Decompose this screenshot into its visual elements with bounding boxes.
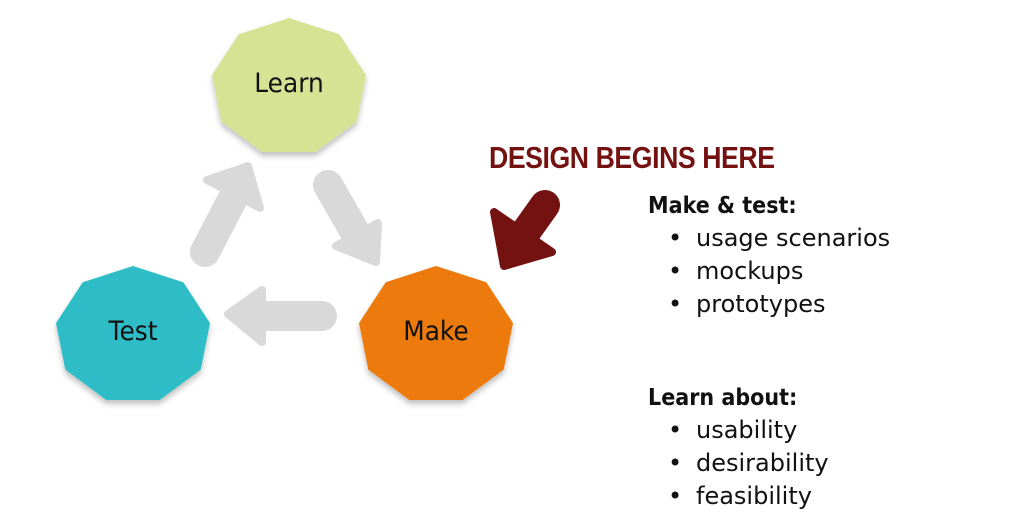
list-item: •usage scenarios xyxy=(668,224,891,252)
node-learn-label: Learn xyxy=(254,68,324,99)
list-item-text: usability xyxy=(696,416,798,444)
design-begins-here-label: DESIGN BEGINS HERE xyxy=(489,140,775,175)
arrow-make-to-test xyxy=(224,286,337,346)
list-item: •usability xyxy=(668,416,798,444)
list-item: •feasibility xyxy=(668,482,812,510)
arrow-learn-to-make xyxy=(313,170,382,266)
node-make-nonagon xyxy=(359,266,513,400)
list-item: •prototypes xyxy=(668,290,826,318)
make-test-heading: Make & test: xyxy=(648,193,797,219)
list-item-text: prototypes xyxy=(696,290,826,318)
node-learn-nonagon xyxy=(212,18,366,152)
design-begins-arrow xyxy=(490,190,560,270)
node-test-nonagon xyxy=(56,266,210,400)
list-item-text: feasibility xyxy=(696,482,812,510)
list-item-text: mockups xyxy=(696,257,804,285)
arrow-test-to-learn xyxy=(190,162,264,267)
list-item-text: usage scenarios xyxy=(696,224,891,252)
learn-about-block: Learn about: •usability •desirability •f… xyxy=(648,382,829,513)
list-item-text: desirability xyxy=(696,449,829,477)
list-item: •mockups xyxy=(668,257,804,285)
list-item: •desirability xyxy=(668,449,829,477)
make-test-block: Make & test: •usage scenarios •mockups •… xyxy=(648,190,890,321)
learn-about-heading: Learn about: xyxy=(648,385,798,411)
node-make-label: Make xyxy=(403,316,469,347)
node-test-label: Test xyxy=(108,316,158,347)
